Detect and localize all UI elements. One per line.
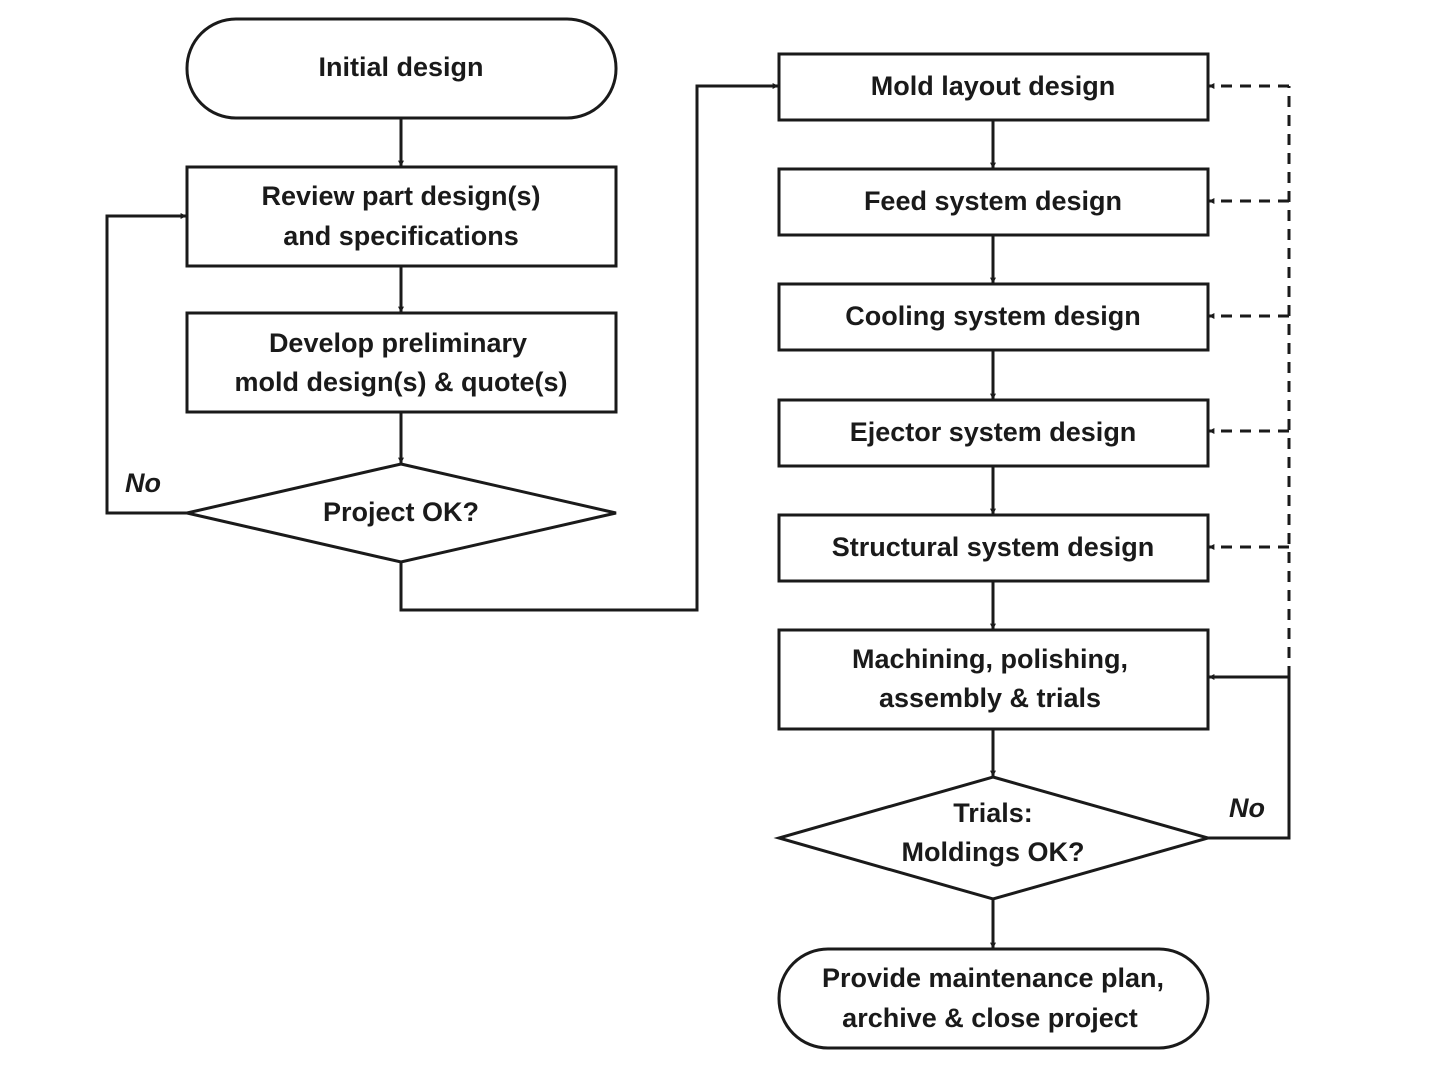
develop-preliminary-label-line2: mold design(s) & quote(s) xyxy=(235,367,568,397)
trials-no-feedback-line xyxy=(1208,677,1291,840)
review-part-box xyxy=(185,165,618,268)
structural-system-box xyxy=(777,513,1210,583)
provide-maintenance-label-line1: Provide maintenance plan, xyxy=(822,963,1164,993)
feed-system-label: Feed system design xyxy=(864,186,1122,216)
arrow-project-yes-to-layout xyxy=(399,83,779,612)
project-no-label: No xyxy=(125,468,161,498)
ejector-system-label: Ejector system design xyxy=(850,417,1137,447)
mold-layout-label: Mold layout design xyxy=(871,71,1116,101)
cooling-system-label: Cooling system design xyxy=(845,301,1141,331)
feed-system-box xyxy=(777,167,1210,237)
arrow-project-no-loop xyxy=(105,213,187,515)
cooling-system-box xyxy=(777,282,1210,352)
machining-label-line2: assembly & trials xyxy=(879,683,1101,713)
initial-design-label: Initial design xyxy=(318,52,483,82)
provide-maintenance-label-line2: archive & close project xyxy=(842,1003,1138,1033)
develop-preliminary-label-line1: Develop preliminary xyxy=(269,328,527,358)
project-ok-label: Project OK? xyxy=(323,497,479,527)
review-part-label-line1: Review part design(s) xyxy=(261,181,540,211)
provide-maintenance-terminator xyxy=(777,947,1210,1050)
review-part-label-line2: and specifications xyxy=(283,221,519,251)
trials-label-line2: Moldings OK? xyxy=(902,837,1085,867)
develop-preliminary-box xyxy=(185,311,618,414)
trials-label-line1: Trials: xyxy=(953,798,1033,828)
trials-no-label: No xyxy=(1229,793,1265,823)
ejector-system-box xyxy=(777,398,1210,468)
structural-system-label: Structural system design xyxy=(832,532,1155,562)
machining-label-line1: Machining, polishing, xyxy=(852,644,1128,674)
